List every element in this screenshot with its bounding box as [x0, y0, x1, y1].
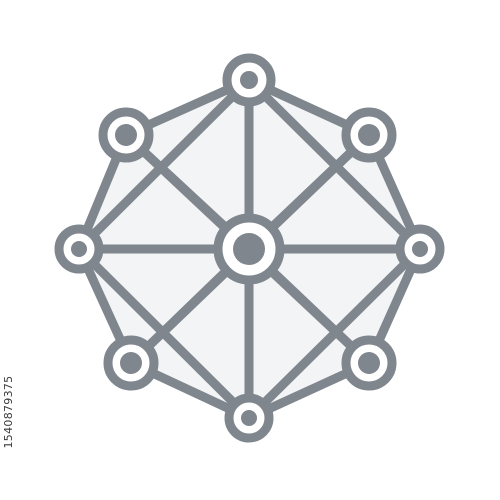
node-left: [54, 224, 104, 274]
node-top-left: [98, 107, 154, 163]
stock-id-label: 1540879375: [2, 375, 15, 449]
node-top-right: [341, 107, 397, 163]
node-right: [395, 224, 445, 274]
node-bottom-right: [341, 335, 397, 391]
network-outer-nodes: [54, 53, 445, 443]
node-center-hub: [213, 213, 285, 285]
node-bottom: [224, 393, 274, 443]
node-bottom-left: [103, 335, 159, 391]
node-top: [222, 53, 276, 107]
